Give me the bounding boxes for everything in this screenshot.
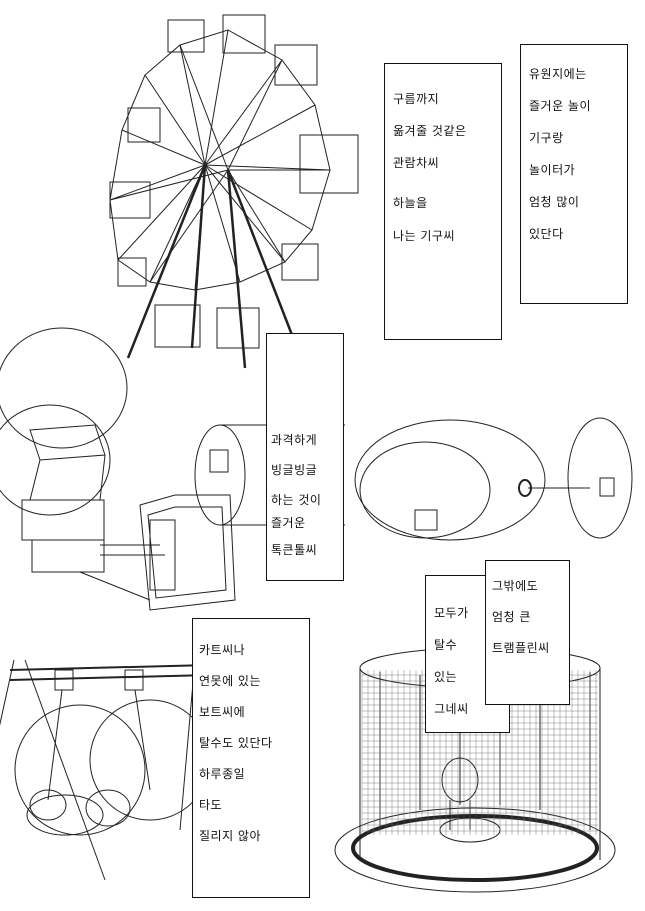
caption-line: 카트씨나 — [199, 643, 246, 657]
caption-line: 엄청 큰 — [492, 610, 531, 624]
caption-line: 모두가 — [434, 606, 469, 620]
caption-line: 있는 — [434, 670, 458, 684]
caption-line: 옮겨줄 것같은 — [393, 124, 467, 138]
caption-ferris-wheel: 구름까지 옮겨줄 것같은 관람차씨 하늘을 나는 기구씨 — [384, 63, 502, 340]
caption-line: 하루종일 — [199, 767, 246, 781]
caption-line: 탈수 — [434, 638, 458, 652]
caption-amusement-park: 유원지에는 즐거운 놀이 기구랑 놀이터가 엄청 많이 있단다 — [520, 44, 628, 304]
caption-line: 엄청 많이 — [529, 195, 580, 209]
caption-line: 구름까지 — [393, 92, 440, 106]
caption-line: 관람차씨 — [393, 156, 440, 170]
caption-line: 톡큰톨씨 — [271, 543, 318, 557]
caption-line: 있단다 — [529, 227, 564, 241]
caption-line: 즐거운 놀이 — [529, 99, 592, 113]
balloon-ride-drawing — [0, 327, 236, 611]
caption-line: 기구랑 — [529, 131, 564, 145]
caption-line: 빙글빙글 — [271, 463, 318, 477]
caption-line: 하늘을 — [393, 196, 428, 210]
spinning-ride-drawing — [194, 417, 633, 541]
caption-line: 즐거운 — [271, 516, 306, 530]
caption-line: 그네씨 — [434, 702, 469, 716]
swing-drawing — [0, 659, 216, 881]
caption-trampoline: 그밖에도 엄청 큰 트램플린씨 — [485, 560, 570, 705]
caption-line: 탈수도 있단다 — [199, 736, 273, 750]
caption-line: 트램플린씨 — [492, 641, 550, 655]
caption-line: 놀이터가 — [529, 163, 576, 177]
ferris-wheel-drawing — [109, 14, 359, 369]
caption-line: 타도 — [199, 798, 223, 812]
caption-line: 보트씨에 — [199, 705, 246, 719]
caption-line: 유원지에는 — [529, 67, 587, 81]
caption-line: 하는 것이 — [271, 493, 322, 507]
caption-line: 질리지 않아 — [199, 829, 262, 843]
caption-line: 연못에 있는 — [199, 674, 262, 688]
caption-spinning-ride: 과격하게 빙글빙글 하는 것이 즐거운 톡큰톨씨 — [266, 333, 344, 581]
caption-line: 과격하게 — [271, 433, 318, 447]
caption-line: 나는 기구씨 — [393, 229, 456, 243]
caption-kart-boat: 카트씨나 연못에 있는 보트씨에 탈수도 있단다 하루종일 타도 질리지 않아 — [192, 618, 310, 898]
caption-line: 그밖에도 — [492, 579, 539, 593]
